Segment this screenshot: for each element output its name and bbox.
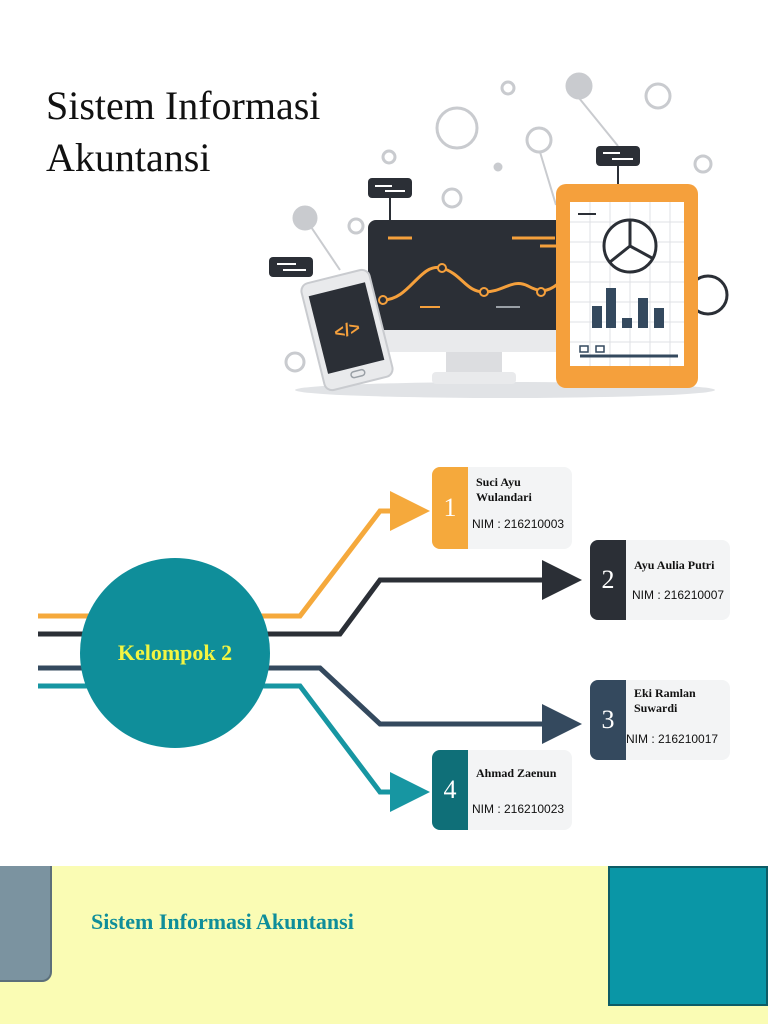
- footer-title: Sistem Informasi Akuntansi: [91, 909, 354, 934]
- member-number: 2: [590, 540, 626, 620]
- footer-left-block: [0, 866, 52, 982]
- group-hub: Kelompok 2: [80, 558, 270, 748]
- member-number: 4: [432, 750, 468, 830]
- member-nim: NIM : 216210007: [632, 588, 725, 602]
- phone-icon: </>: [300, 268, 394, 392]
- group-label: Kelompok 2: [117, 640, 233, 665]
- member-nim: NIM : 216210023: [472, 802, 565, 816]
- member-nim: NIM : 216210003: [472, 517, 565, 531]
- member-card-4: 4 Ahmad Zaenun NIM : 216210023: [432, 750, 572, 830]
- data-analytics-illustration: </>: [269, 72, 729, 398]
- member-card-2: 2 Ayu Aulia Putri NIM : 216210007: [590, 540, 730, 620]
- title-line-2: Akuntansi: [46, 135, 211, 180]
- member-name: Ahmad Zaenun: [476, 766, 557, 780]
- member-number: 3: [590, 680, 626, 760]
- title-line-1: Sistem Informasi: [46, 83, 321, 128]
- tablet-chart-icon: [556, 184, 698, 388]
- decorative-bubbles: [284, 72, 713, 373]
- chat-bubble-icons: [269, 146, 640, 277]
- footer-right-block: [608, 866, 768, 1006]
- member-name: Ayu Aulia Putri: [634, 558, 715, 572]
- page-title: Sistem Informasi Akuntansi: [46, 80, 320, 184]
- monitor-icon: [368, 220, 580, 384]
- member-number: 1: [432, 467, 468, 549]
- member-nim: NIM : 216210017: [626, 732, 719, 746]
